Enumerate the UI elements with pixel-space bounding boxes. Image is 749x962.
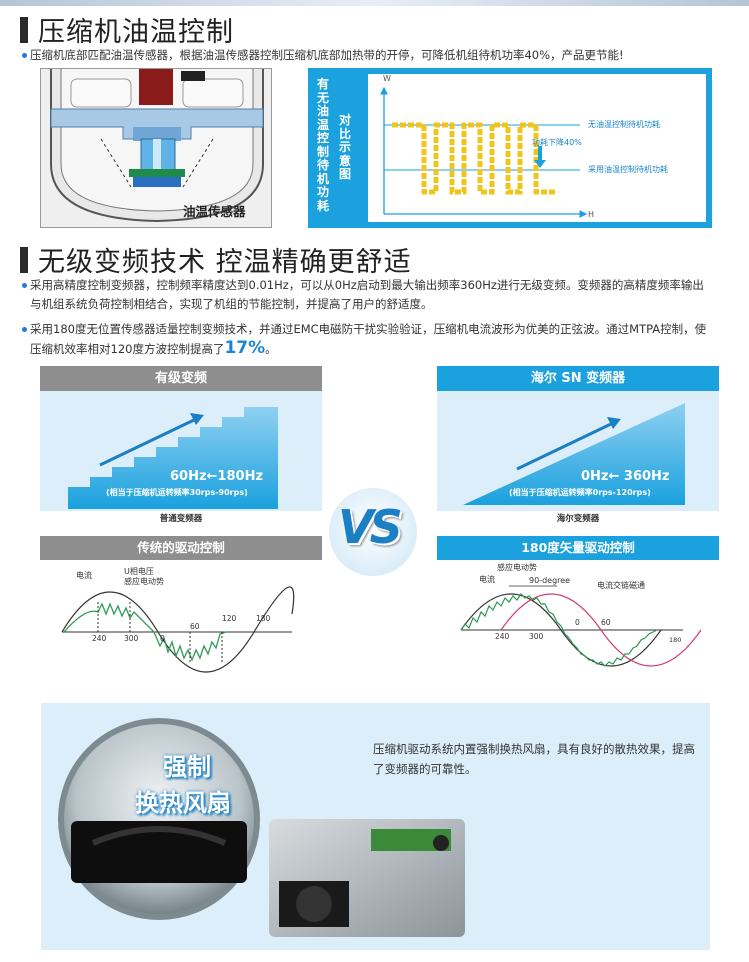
traditional-waveform xyxy=(61,586,295,673)
oil-temp-bullet: 压缩机底部匹配油温传感器，根据油温传感器控制压缩机底部加热带的开停，可降低机组待… xyxy=(22,46,730,65)
section-oil-temp-title: 压缩机油温控制 xyxy=(38,17,234,48)
stepped-diagram-bg: 60Hz←180Hz (相当于压缩机运转频率30rps-90rps) xyxy=(40,391,322,511)
section-oil-temp-heading: 压缩机油温控制 xyxy=(20,10,234,49)
heading-marker xyxy=(20,16,28,43)
staircase-graphic xyxy=(68,407,278,509)
oil-temp-sensor-label: 油温传感器 xyxy=(183,204,246,219)
label-back-emf: 感应电动势 xyxy=(497,563,537,572)
label-back-emf: 感应电动势 xyxy=(124,577,164,586)
vector-waveform xyxy=(460,585,702,667)
bullet-dot xyxy=(22,327,27,332)
compressor-illustration: 油温传感器 xyxy=(40,68,272,228)
bullet-dot xyxy=(22,53,27,58)
inverter-bullet-2-end: 。 xyxy=(265,342,277,356)
vector-wave-area: 电流 感应电动势 90-degree 电流交链磁通 240 300 0 60 1… xyxy=(437,562,719,682)
fan-label-heat-exchange: 换热风扇 xyxy=(135,789,231,817)
cooling-fan-description: 压缩机驱动系统内置强制换热风扇，具有良好的散热效果，提高了变频器的可靠性。 xyxy=(373,742,695,776)
tick-120: 120 xyxy=(222,614,237,623)
chart-vertical-title-2: 对比示意图 xyxy=(338,113,351,181)
label-u-phase-voltage: U相电压 xyxy=(124,567,154,576)
stepless-freq-range: 0Hz← 360Hz xyxy=(581,469,670,484)
oil-temp-bullet-text: 压缩机底部匹配油温传感器，根据油温传感器控制压缩机底部加热带的开停，可降低机组待… xyxy=(30,48,624,62)
heading-marker xyxy=(20,246,28,273)
vs-badge xyxy=(329,488,417,576)
section-inverter-title: 无级变频技术 控温精确更舒适 xyxy=(38,247,412,278)
label-without-oil-control: 无油温控制待机功耗 xyxy=(588,120,660,129)
fan-label-forced: 强制 xyxy=(163,753,211,781)
inverter-bullet-1: 采用高精度控制变频器，控制频率精度达到0.01Hz，可以从0Hz启动到最大输出频… xyxy=(22,276,712,314)
label-current: 电流 xyxy=(76,571,92,580)
stepped-freq-range: 60Hz←180Hz xyxy=(170,469,264,484)
compressor-drawing xyxy=(41,69,271,227)
tick-60: 60 xyxy=(190,622,200,631)
chart-plot-area: W H 无油温控制待机功耗 功耗下降40% 采用油温控制待机功耗 xyxy=(368,74,706,222)
stepped-inverter-header: 有级变频 xyxy=(40,366,322,391)
ramp-graphic xyxy=(463,403,685,505)
standby-power-chart: 有无油温控制待机功耗 对比示意图 W H 无油温控制待机功耗 功耗下降40% 采… xyxy=(308,68,712,228)
vector-drive-header: 180度矢量驱动控制 xyxy=(437,536,719,560)
tick-300: 300 xyxy=(529,632,544,641)
tick-0: 0 xyxy=(575,618,580,627)
inverter-bullet-1-text: 采用高精度控制变频器，控制频率精度达到0.01Hz，可以从0Hz启动到最大输出频… xyxy=(30,278,704,311)
label-90-degree: 90-degree xyxy=(529,576,571,585)
haier-inverter-header: 海尔 SN 变频器 xyxy=(437,366,719,391)
label-with-oil-control: 采用油温控制待机功耗 xyxy=(588,165,668,174)
bullet-dot xyxy=(22,283,27,288)
tick-240: 240 xyxy=(92,634,107,643)
efficiency-highlight: 17% xyxy=(224,338,266,358)
tick-60: 60 xyxy=(601,618,611,627)
label-flux-linkage: 电流交链磁通 xyxy=(597,581,645,590)
stepped-freq-sub: (相当于压缩机运转频率30rps-90rps) xyxy=(106,488,248,497)
section-inverter-heading: 无级变频技术 控温精确更舒适 xyxy=(20,240,412,279)
tick-300: 300 xyxy=(124,634,139,643)
inverter-bullet-2-text: 采用180度无位置传感器适量控制变频技术，并通过EMC电磁防干扰实验验证，压缩机… xyxy=(30,322,707,356)
inverter-bullet-2: 采用180度无位置传感器适量控制变频技术，并通过EMC电磁防干扰实验验证，压缩机… xyxy=(22,320,712,359)
haier-inverter-caption: 海尔变频器 xyxy=(556,514,600,524)
tick-240: 240 xyxy=(495,632,510,641)
tick-180: 180 xyxy=(669,636,682,644)
chart-y-axis-label: W xyxy=(383,74,391,83)
stepless-freq-sub: (相当于压缩机运转频率0rps-120rps) xyxy=(509,488,651,497)
chart-vertical-title-1: 有无油温控制待机功耗 xyxy=(316,77,329,213)
label-power-drop: 功耗下降40% xyxy=(532,138,582,147)
chart-x-axis-label: H xyxy=(588,210,595,219)
vs-text: VS xyxy=(338,500,403,554)
power-wave-graph xyxy=(380,86,588,218)
top-bar xyxy=(0,0,749,6)
traditional-drive-header: 传统的驱动控制 xyxy=(40,536,322,560)
stepless-diagram-bg: 0Hz← 360Hz (相当于压缩机运转频率0rps-120rps) xyxy=(437,391,719,511)
tick-0: 0 xyxy=(160,634,165,643)
label-current: 电流 xyxy=(479,575,495,584)
stepped-inverter-panel: 有级变频 60Hz←180Hz (相当于压缩机运转频率30rps-90rps) … xyxy=(40,366,322,682)
traditional-wave-area: 电流 U相电压 感应电动势 240 300 0 60 120 180 xyxy=(40,562,322,682)
haier-inverter-panel: 海尔 SN 变频器 0Hz← 360Hz (相当于压缩机运转频率0rps-120… xyxy=(437,366,719,682)
tick-180: 180 xyxy=(256,614,271,623)
cooling-fan-section: 强制 换热风扇 压缩机驱动系统内置强制换热风扇，具有良好的散热效果，提高了变频器… xyxy=(41,703,710,950)
cooling-fan-illustration xyxy=(58,718,465,937)
ordinary-inverter-caption: 普通变频器 xyxy=(159,514,203,524)
